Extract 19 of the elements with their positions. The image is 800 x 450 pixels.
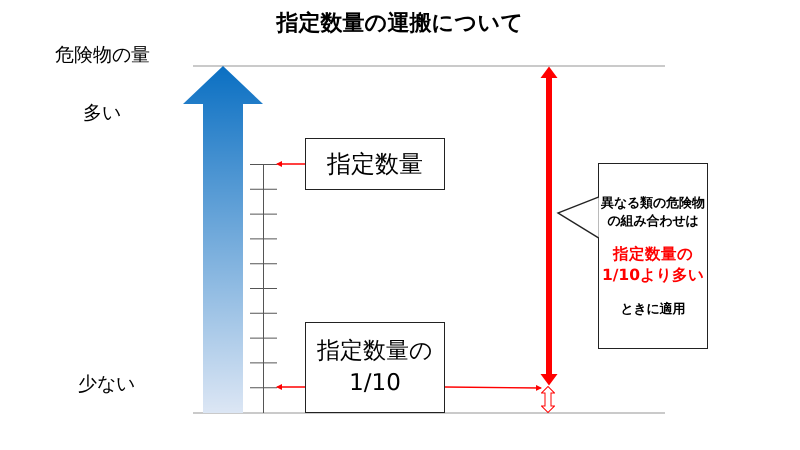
quantity-box <box>305 322 445 413</box>
quantity-box <box>305 138 445 190</box>
range-arrow <box>540 66 558 386</box>
axis-label: 多い <box>83 101 121 126</box>
box-text: 異なる類の危険物の組み合わせは <box>600 195 706 230</box>
range-arrow <box>541 386 555 413</box>
axis-label: 少ない <box>78 372 135 397</box>
callout-pointer <box>556 196 600 239</box>
leader-line <box>276 161 305 167</box>
highlight-text: 指定数量の1/10より多い <box>600 244 706 286</box>
leader-line <box>276 384 305 390</box>
box-text: 指定数量の1/10 <box>316 337 434 398</box>
title: 指定数量の運搬について <box>276 10 524 38</box>
axis-label: 危険物の量 <box>55 43 150 68</box>
scale-drawing <box>250 164 277 413</box>
leader-line <box>445 384 542 391</box>
box-text: 指定数量 <box>327 149 423 180</box>
box-text: ときに適用 <box>620 300 686 318</box>
callout-box <box>598 163 708 349</box>
